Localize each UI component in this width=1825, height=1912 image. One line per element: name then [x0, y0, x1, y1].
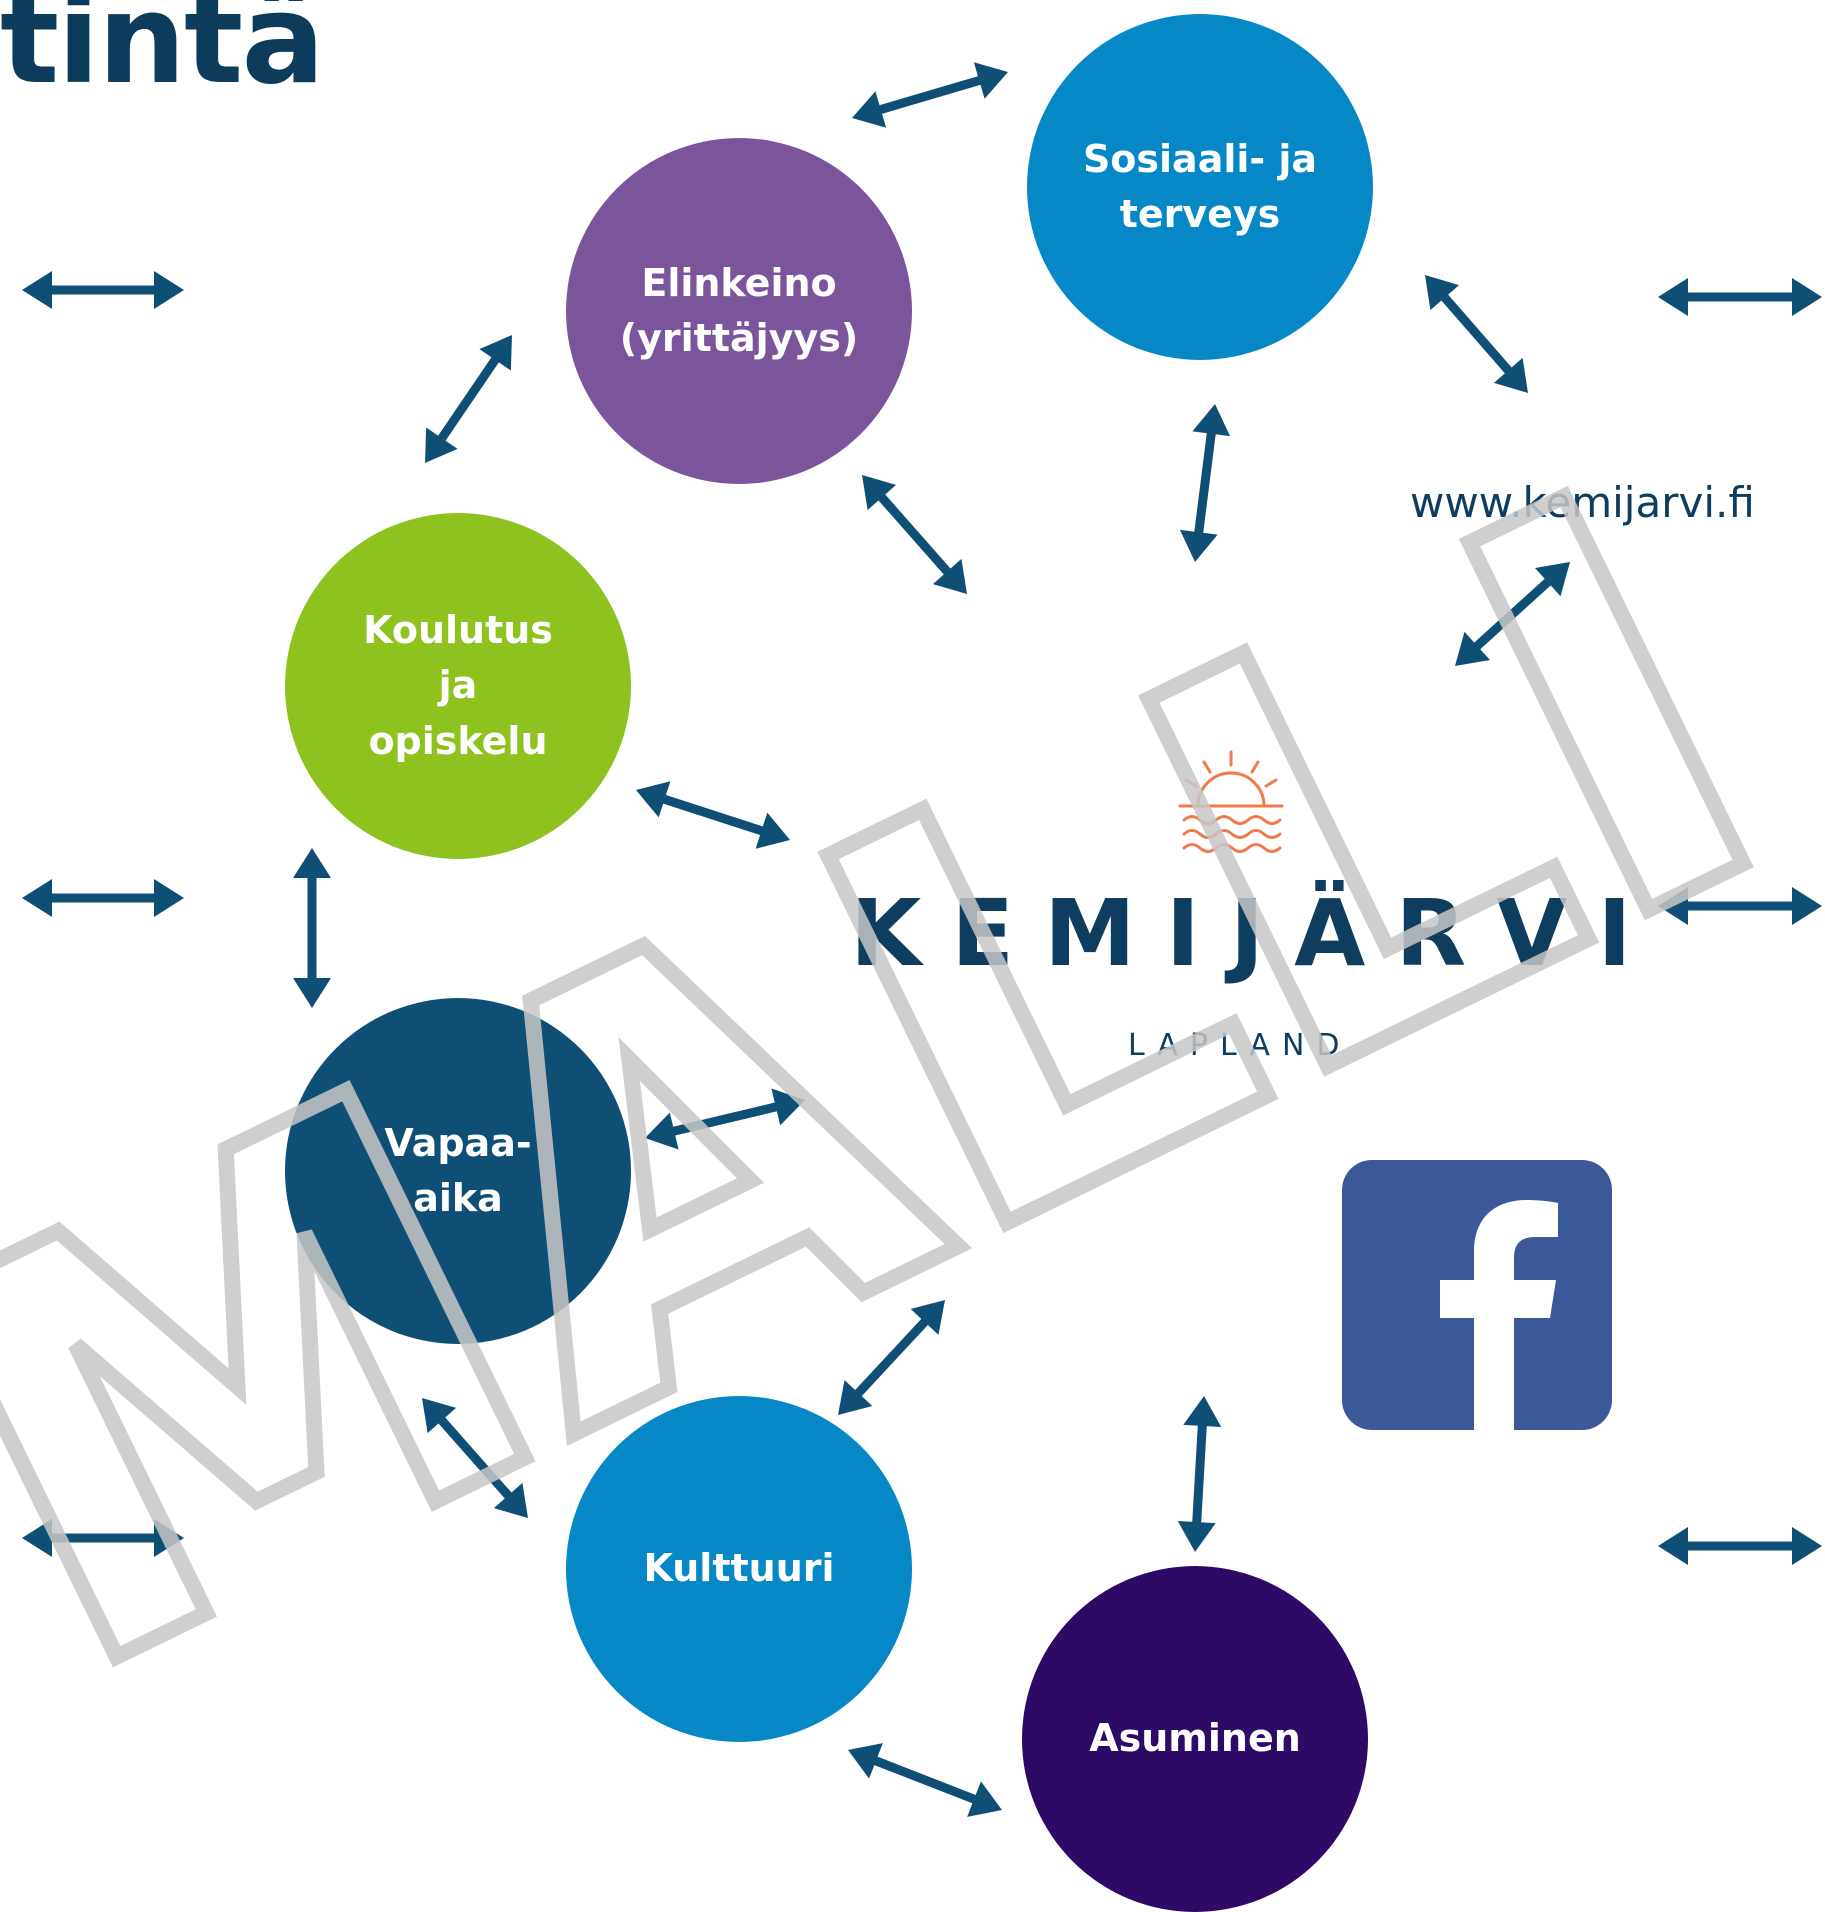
double-arrow-icon	[1658, 887, 1822, 925]
double-arrow-icon	[1658, 1527, 1822, 1565]
double-arrow-icon	[862, 475, 967, 594]
double-arrow-icon	[22, 879, 184, 917]
double-arrow-icon	[636, 781, 790, 849]
double-arrow-icon	[645, 1088, 805, 1150]
double-arrow-icon	[1177, 1396, 1222, 1552]
node-elinkeino: Elinkeino (yrittäjyys)	[566, 138, 912, 484]
node-label: Asuminen	[1089, 1716, 1301, 1761]
double-arrow-icon	[852, 62, 1008, 128]
logo-tagline: LAPLAND	[1128, 1028, 1352, 1063]
double-arrow-icon	[22, 271, 184, 309]
double-arrow-icon	[848, 1743, 1002, 1817]
double-arrow-icon	[22, 1519, 184, 1557]
node-label: Sosiaali- ja terveys	[1082, 136, 1318, 236]
website-url[interactable]: www.kemijarvi.fi	[1410, 478, 1755, 527]
node-sosiaali: Sosiaali- ja terveys	[1027, 14, 1373, 360]
double-arrow-icon	[1658, 278, 1822, 316]
facebook-icon[interactable]	[1342, 1160, 1612, 1430]
double-arrow-icon	[422, 1398, 528, 1518]
double-arrow-icon	[1455, 562, 1570, 666]
double-arrow-icon	[1179, 404, 1231, 562]
double-arrow-icon	[838, 1300, 945, 1415]
node-label: Koulutus ja opiskelu	[363, 608, 553, 763]
node-asuminen: Asuminen	[1022, 1566, 1368, 1912]
facebook-f-glyph	[1440, 1200, 1558, 1430]
watermark-text: MALLI	[0, 374, 1825, 1798]
node-vapaa: Vapaa- aika	[285, 998, 631, 1344]
double-arrow-icon	[293, 848, 331, 1008]
logo-wordmark: KEMIJÄRVI	[850, 880, 1662, 987]
node-label: Kulttuuri	[643, 1546, 835, 1591]
node-label: Elinkeino (yrittäjyys)	[619, 260, 859, 360]
double-arrow-icon	[1425, 275, 1528, 393]
node-kulttuuri: Kulttuuri	[566, 1396, 912, 1742]
double-arrow-icon	[425, 335, 512, 463]
node-label: Vapaa- aika	[384, 1120, 532, 1220]
node-koulutus: Koulutus ja opiskelu	[285, 513, 631, 859]
page-title: tintä	[0, 0, 325, 112]
